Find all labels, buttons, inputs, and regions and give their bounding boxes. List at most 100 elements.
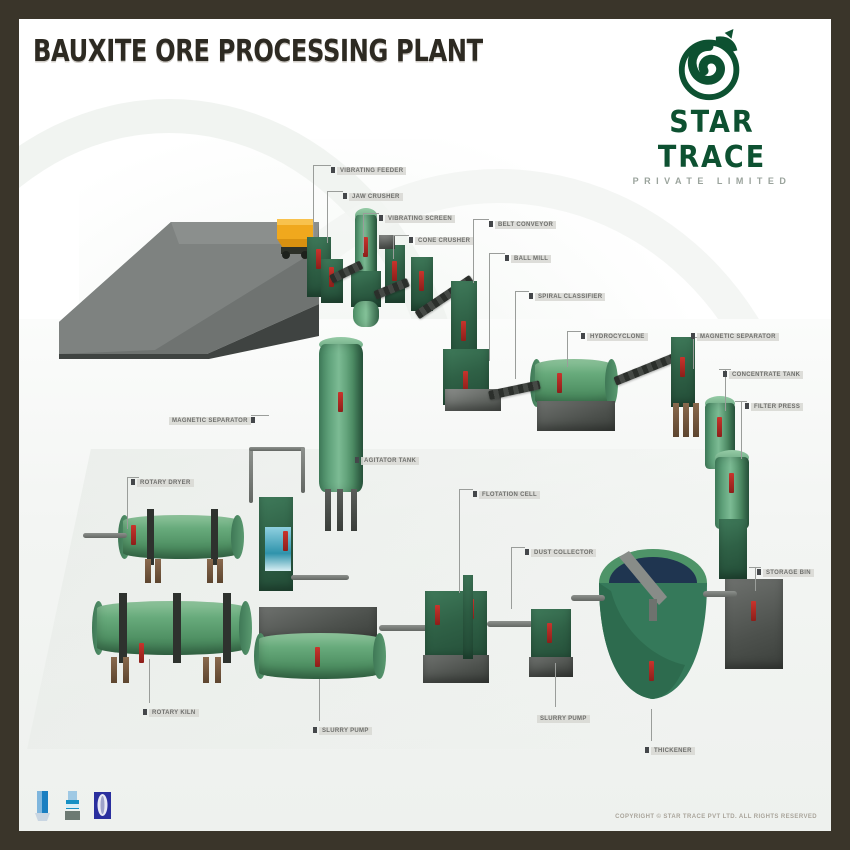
label-bullet [409, 237, 413, 243]
thickener-outlet-pipe [703, 591, 737, 597]
leader-vibrating-screen-h [363, 213, 379, 214]
label-bullet [505, 255, 509, 261]
label-bullet [581, 333, 585, 339]
copyright-text: COPYRIGHT © STAR TRACE PVT LTD. ALL RIGH… [615, 814, 817, 820]
discharge-chute [445, 389, 501, 411]
cone-crusher [411, 257, 433, 311]
label-thickener: THICKENER [645, 739, 695, 757]
label-slurry-pump-lower: SLURRY PUMP [537, 707, 590, 725]
leader-slurry-pump [319, 679, 320, 721]
label-bullet [691, 333, 695, 339]
leader-filter-press [741, 401, 742, 459]
dryer-inlet-pipe [83, 533, 127, 538]
agitator-tank [319, 337, 363, 492]
logo-wordmark: STAR TRACE [657, 105, 767, 175]
feed-pipe-down [301, 447, 305, 493]
leader-vibrating-screen [363, 213, 364, 253]
logo-subwordmark: PRIVATE LIMITED [632, 176, 792, 186]
label-rotary-dryer: ROTARY DRYER [131, 471, 194, 489]
leader-jaw-crusher-h [327, 191, 343, 192]
leader-vibrating-feeder-h [313, 165, 331, 166]
certification-badges [33, 791, 112, 821]
wheel-loader [273, 217, 321, 259]
screen-deck [379, 235, 395, 249]
filter-press-drum [254, 633, 386, 679]
leader-jaw-crusher [327, 191, 328, 243]
leader-ball-mill-h [489, 253, 505, 254]
iso-certification-badge-3-icon [93, 791, 112, 821]
leader-rotary-dryer-h [127, 477, 139, 478]
label-vibrating-screen: VIBRATING SCREEN [379, 207, 456, 225]
leader-spiral-classifier [515, 291, 516, 379]
leader-pump-lower [555, 663, 556, 707]
concentrate-tank [715, 450, 749, 529]
label-bullet [525, 549, 529, 555]
label-magnetic-separator-left: MAGNETIC SEPARATOR [169, 409, 257, 427]
leader-hydrocyclone [567, 331, 568, 367]
leader-magnetic-sep-left-h [251, 415, 269, 416]
classifier-legs [669, 403, 699, 437]
label-magnetic-separator: MAGNETIC SEPARATOR [691, 325, 779, 343]
feed-pipe-vertical [249, 449, 253, 503]
star-trace-swirl-emblem-icon [673, 27, 751, 105]
leader-cone-crusher [393, 235, 394, 259]
ball-mill-base [537, 401, 615, 431]
label-bullet [757, 569, 761, 575]
label-bullet [343, 193, 347, 199]
iso-certification-badge-2-icon [63, 791, 82, 821]
spiral-classifier [671, 337, 695, 407]
label-bullet [645, 747, 649, 753]
rotary-dryer-bands [123, 509, 239, 565]
label-bullet [723, 371, 727, 377]
rotary-dryer-supports [131, 559, 235, 583]
label-rotary-kiln: ROTARY KILN [143, 701, 199, 719]
label-filter-press: FILTER PRESS [745, 395, 804, 413]
surge-bin [353, 301, 379, 327]
label-bullet [143, 709, 147, 715]
label-bullet [313, 727, 317, 733]
label-bullet [529, 293, 533, 299]
leader-magnetic-separator [693, 337, 694, 369]
leader-hydrocyclone-h [567, 331, 581, 332]
leader-dust-collector-h [511, 547, 525, 548]
label-vibrating-feeder: VIBRATING FEEDER [331, 159, 407, 177]
flotation-agitator-shaft [463, 575, 473, 659]
leader-concentrate-tank-h [719, 369, 731, 370]
label-bullet [489, 221, 493, 227]
leader-storage-bin-h [749, 567, 761, 568]
label-hydrocyclone: HYDROCYCLONE [581, 325, 648, 343]
slurry-pump-base [529, 657, 573, 677]
iso-certification-badge-1-icon [33, 791, 52, 821]
label-flotation-cell: FLOTATION CELL [473, 483, 540, 501]
leader-concentrate-tank [725, 369, 726, 411]
label-bullet [250, 417, 255, 423]
thickener-tank [597, 539, 709, 709]
rotary-dryer-drum [118, 515, 244, 559]
leader-spiral-classifier-h [515, 291, 529, 292]
leader-belt-conveyor [473, 219, 474, 283]
leader-ball-mill [489, 253, 490, 361]
label-ball-mill: BALL MILL [505, 247, 552, 265]
label-bullet [355, 457, 359, 463]
label-cone-crusher: CONE CRUSHER [409, 229, 474, 247]
agitator-legs [323, 489, 361, 531]
label-dust-collector: DUST COLLECTOR [525, 541, 597, 559]
leader-rotary-dryer [127, 477, 128, 529]
leader-flotation-cell-h [459, 489, 473, 490]
thickener-inlet-pipe [571, 595, 605, 601]
leader-flotation-cell [459, 489, 460, 593]
poster-canvas: BAUXITE ORE PROCESSING PLANT STAR TRACE … [19, 19, 831, 831]
flotation-outlet-pipe [487, 621, 533, 627]
rotary-kiln-bands [97, 593, 247, 663]
flotation-base [423, 655, 489, 683]
label-bullet [745, 403, 749, 409]
leader-dust-collector [511, 547, 512, 609]
leader-vibrating-feeder [313, 165, 314, 237]
label-agitator-tank: AGITATOR TANK [355, 449, 420, 467]
label-bullet [331, 167, 335, 173]
leader-filter-press-h [735, 401, 747, 402]
ball-mill [530, 359, 618, 407]
leader-belt-conveyor-h [473, 219, 489, 220]
label-slurry-pump: SLURRY PUMP [313, 719, 372, 737]
